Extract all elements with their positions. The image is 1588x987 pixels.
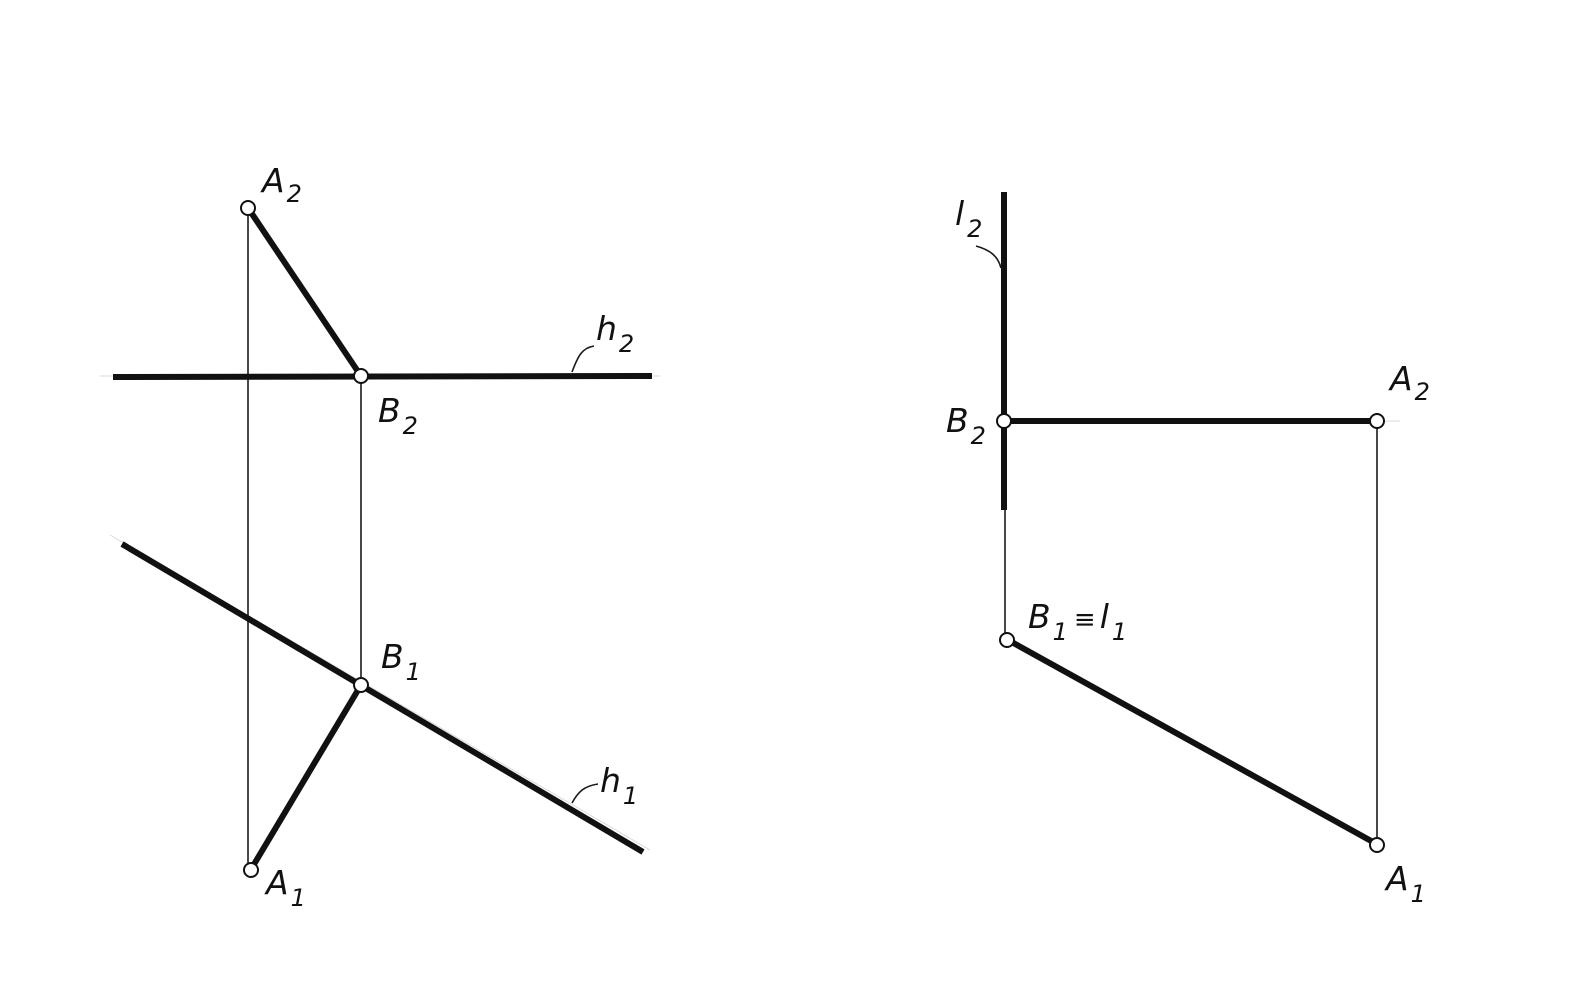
- label-a2: A2: [260, 161, 302, 208]
- line-h2: [112, 373, 653, 380]
- label-b2: B2: [378, 391, 418, 440]
- label-b1: B1: [381, 637, 421, 686]
- label-a1: A1: [264, 863, 306, 912]
- leader-l2: [975, 245, 1002, 269]
- segment-a2-b2: [245, 206, 364, 378]
- point-b2: [353, 368, 369, 384]
- left-projection-view: A2 h2 B2 B1 h1 A1: [100, 161, 660, 912]
- point-a2: [1369, 413, 1385, 429]
- label-h1: h1: [600, 761, 638, 810]
- point-b2: [996, 413, 1012, 429]
- point-a1: [1369, 837, 1385, 853]
- segment-b1-a1: [1006, 637, 1375, 845]
- label-a2: A2: [1388, 359, 1430, 406]
- segment-b1-a1: [250, 683, 364, 868]
- point-a2: [240, 200, 256, 216]
- label-h2: h2: [596, 309, 634, 358]
- point-b1: [353, 677, 369, 693]
- line-h1: [120, 541, 645, 855]
- leader-h1: [571, 783, 599, 804]
- label-a1: A1: [1384, 859, 1426, 908]
- leader-h2: [571, 345, 595, 373]
- point-a1: [243, 862, 259, 878]
- point-b1-l1: [999, 632, 1015, 648]
- label-b2: B2: [946, 401, 986, 450]
